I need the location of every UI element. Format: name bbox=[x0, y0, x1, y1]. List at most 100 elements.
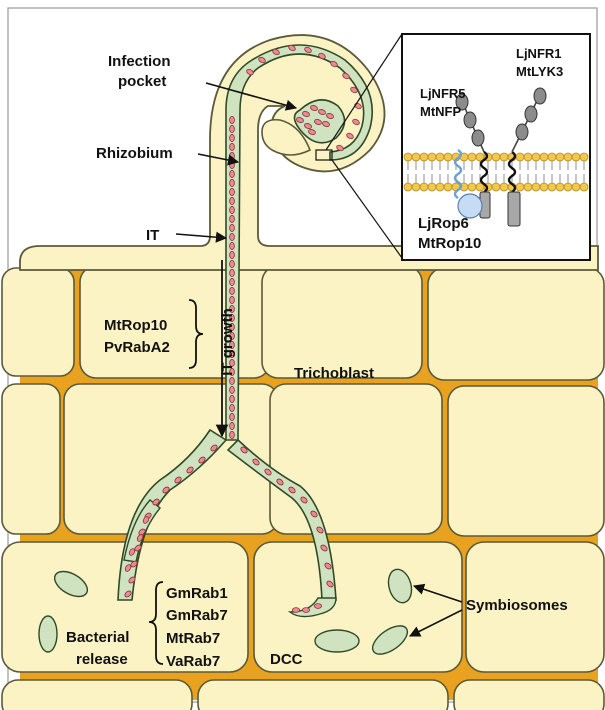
rhizobium-bacterium bbox=[230, 134, 235, 141]
lipid-head bbox=[540, 153, 548, 161]
inset-label-mtlyk3: MtLYK3 bbox=[516, 64, 563, 79]
lipid-head bbox=[428, 183, 436, 191]
inset-label-mtrop10: MtRop10 bbox=[418, 235, 481, 252]
lipid-head bbox=[436, 153, 444, 161]
rhizobium-bacterium bbox=[230, 143, 235, 150]
lipid-head bbox=[516, 153, 524, 161]
label-rhizobium: Rhizobium bbox=[96, 145, 173, 162]
inset-label-ljnfr1: LjNFR1 bbox=[516, 46, 562, 61]
label-gmrab7: GmRab7 bbox=[166, 607, 228, 624]
lysm-domain bbox=[516, 124, 528, 140]
rhizobium-bacterium bbox=[230, 260, 235, 267]
label-dcc: DCC bbox=[270, 651, 303, 668]
lipid-head bbox=[444, 183, 452, 191]
label-pvraba2: PvRabA2 bbox=[104, 339, 170, 356]
lipid-head bbox=[404, 183, 412, 191]
lipid-head bbox=[572, 183, 580, 191]
cortical-cell bbox=[428, 268, 604, 380]
label-bacterial-1: Bacterial bbox=[66, 629, 129, 646]
lipid-head bbox=[556, 183, 564, 191]
rhizobium-bacterium bbox=[230, 233, 235, 240]
rhizobium-bacterium bbox=[230, 215, 235, 222]
lipid-head bbox=[516, 183, 524, 191]
lysm-domain bbox=[472, 130, 484, 146]
lipid-head bbox=[428, 153, 436, 161]
rhizobium-bacterium bbox=[230, 116, 235, 123]
lipid-head bbox=[500, 183, 508, 191]
cortical-cell bbox=[198, 680, 448, 710]
label-it: IT bbox=[146, 227, 159, 244]
cortical-cell bbox=[2, 680, 192, 710]
lipid-head bbox=[404, 153, 412, 161]
cortical-cell bbox=[448, 386, 604, 536]
label-symbiosomes: Symbiosomes bbox=[466, 597, 568, 614]
cortical-cell bbox=[270, 384, 442, 534]
rhizobium-bacterium bbox=[230, 152, 235, 159]
rhizobium-bacterium bbox=[230, 179, 235, 186]
rhizobium-bacterium bbox=[230, 377, 235, 384]
lipid-head bbox=[492, 183, 500, 191]
symbiosome bbox=[315, 630, 359, 652]
lipid-head bbox=[532, 153, 540, 161]
rhizobium-bacterium bbox=[230, 413, 235, 420]
lipid-head bbox=[420, 183, 428, 191]
lipid-head bbox=[556, 153, 564, 161]
rhizobium-bacterium bbox=[230, 386, 235, 393]
lysm-domain bbox=[525, 106, 537, 122]
rhizobium-bacterium bbox=[314, 604, 321, 609]
rhizobium-bacterium bbox=[230, 161, 235, 168]
rhizobium-bacterium bbox=[230, 395, 235, 402]
rhizobium-bacterium bbox=[302, 608, 309, 613]
lipid-head bbox=[444, 153, 452, 161]
lipid-head bbox=[524, 183, 532, 191]
rhizobium-bacterium bbox=[230, 197, 235, 204]
lipid-head bbox=[468, 183, 476, 191]
cortical-cell bbox=[2, 384, 60, 534]
rhizobium-bacterium bbox=[230, 125, 235, 132]
lipid-head bbox=[524, 153, 532, 161]
lipid-head bbox=[548, 183, 556, 191]
rhizobium-bacterium bbox=[292, 608, 299, 613]
lipid-head bbox=[580, 153, 588, 161]
inset-label-ljnfr5: LjNFR5 bbox=[420, 86, 466, 101]
rhizobium-bacterium bbox=[230, 188, 235, 195]
label-bacterial-2: release bbox=[76, 651, 128, 668]
label-mtrop10: MtRop10 bbox=[104, 317, 167, 334]
rhizobium-bacterium bbox=[230, 287, 235, 294]
lipid-head bbox=[412, 153, 420, 161]
lipid-head bbox=[532, 183, 540, 191]
rhizobium-bacterium bbox=[230, 224, 235, 231]
lysm-domain bbox=[534, 88, 546, 104]
label-it-growth: IT growth bbox=[219, 308, 236, 376]
inset-label-mtnfp: MtNFP bbox=[420, 104, 461, 119]
rhizobium-bacterium bbox=[230, 422, 235, 429]
label-mtrab7: MtRab7 bbox=[166, 630, 220, 647]
rhizobium-bacterium bbox=[230, 170, 235, 177]
lipid-head bbox=[468, 153, 476, 161]
label-infection-pocket-1: Infection bbox=[108, 53, 171, 70]
lipid-head bbox=[564, 183, 572, 191]
rhizobium-bacterium bbox=[230, 296, 235, 303]
lipid-head bbox=[548, 153, 556, 161]
cortical-cell bbox=[454, 680, 604, 710]
rhizobium-bacterium bbox=[230, 251, 235, 258]
lipid-head bbox=[420, 153, 428, 161]
lipid-head bbox=[500, 153, 508, 161]
inset-label-ljrop6: LjRop6 bbox=[418, 215, 469, 232]
rhizobium-bacterium bbox=[230, 206, 235, 213]
lipid-head bbox=[436, 183, 444, 191]
rhizobium-bacterium bbox=[230, 404, 235, 411]
label-gmrab1: GmRab1 bbox=[166, 585, 228, 602]
rhizobium-bacterium bbox=[230, 278, 235, 285]
lipid-head bbox=[540, 183, 548, 191]
lysm-domain bbox=[464, 112, 476, 128]
rhizobium-bacterium bbox=[230, 242, 235, 249]
label-infection-pocket-2: pocket bbox=[118, 73, 166, 90]
lipid-head bbox=[564, 153, 572, 161]
lipid-head bbox=[412, 183, 420, 191]
trichoblast-cell bbox=[262, 266, 422, 378]
symbiosome bbox=[39, 616, 57, 652]
rhizobium-bacterium bbox=[230, 431, 235, 438]
